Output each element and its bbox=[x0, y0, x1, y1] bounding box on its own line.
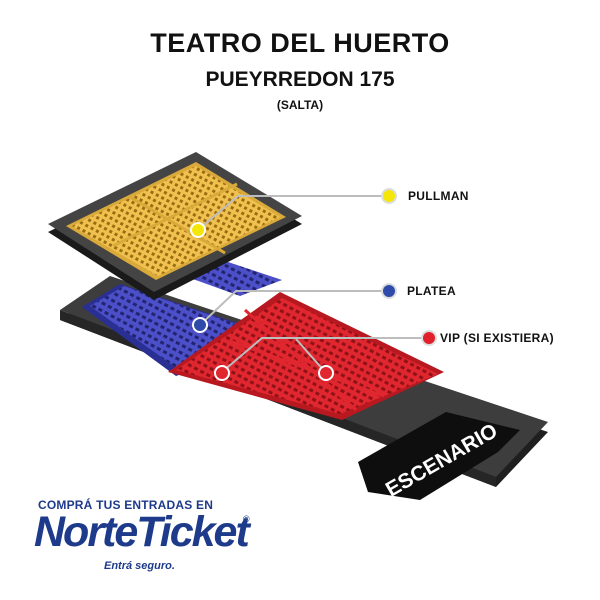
platea-connector bbox=[199, 290, 384, 326]
platea-legend-dot bbox=[381, 283, 397, 299]
vip-marker-left[interactable] bbox=[214, 365, 230, 381]
platea-marker[interactable] bbox=[192, 317, 208, 333]
legend-item-vip[interactable]: VIP (SI EXISTIERA) bbox=[440, 331, 554, 345]
vip-marker-right[interactable] bbox=[318, 365, 334, 381]
stage bbox=[358, 412, 520, 500]
venue-city: (SALTA) bbox=[276, 98, 324, 112]
legend-item-pullman[interactable]: PULLMAN bbox=[408, 189, 469, 203]
venue-title: TEATRO DEL HUERTO bbox=[150, 28, 450, 58]
pullman-section bbox=[72, 166, 280, 276]
pullman-legend-dot bbox=[381, 188, 397, 204]
pullman-marker[interactable] bbox=[190, 222, 206, 238]
brand-tagline: COMPRÁ TUS ENTRADAS EN bbox=[38, 498, 214, 512]
brand-name: NorteTicket bbox=[34, 508, 250, 556]
vip-connector bbox=[221, 337, 424, 373]
vip-section bbox=[176, 298, 438, 414]
pullman-connector bbox=[197, 195, 382, 231]
vip-legend-dot bbox=[421, 330, 437, 346]
brand-slogan: Entrá seguro. bbox=[104, 560, 175, 572]
main-floor: ESCENARIO bbox=[60, 256, 548, 502]
legend-item-platea[interactable]: PLATEA bbox=[407, 284, 456, 298]
venue-address: PUEYRREDON 175 bbox=[205, 68, 395, 91]
brand-mark: © bbox=[243, 514, 250, 524]
